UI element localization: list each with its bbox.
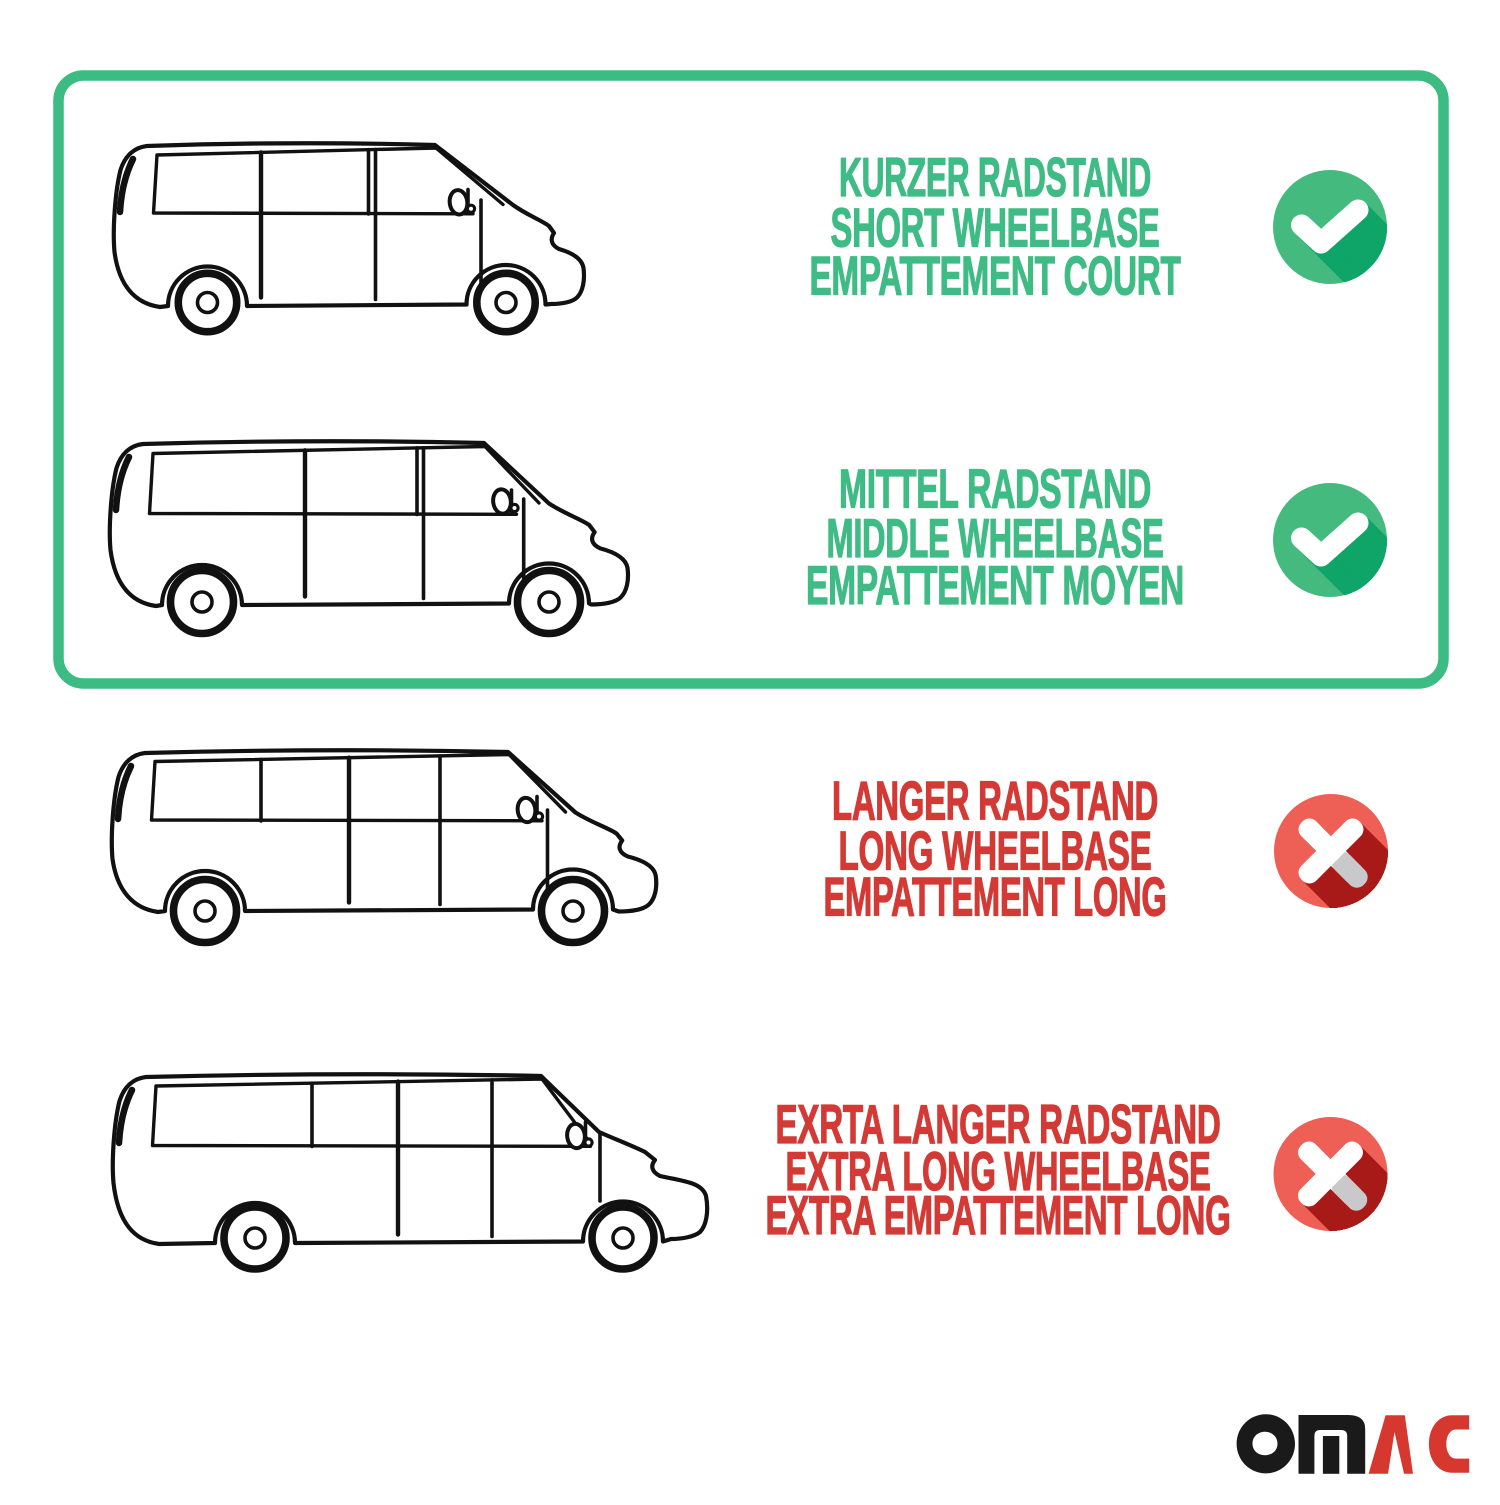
svg-text:EMPATTEMENT LONG: EMPATTEMENT LONG	[824, 867, 1167, 928]
svg-text:SHORT WHEELBASE: SHORT WHEELBASE	[831, 198, 1160, 259]
svg-text:EXRTA LANGER RADSTAND: EXRTA LANGER RADSTAND	[776, 1094, 1221, 1155]
svg-text:EXTRA EMPATTEMENT LONG: EXTRA EMPATTEMENT LONG	[766, 1185, 1231, 1246]
svg-text:LANGER RADSTAND: LANGER RADSTAND	[832, 771, 1158, 832]
svg-text:EXTRA LONG WHEELBASE: EXTRA LONG WHEELBASE	[786, 1141, 1211, 1202]
svg-text:MIDDLE WHEELBASE: MIDDLE WHEELBASE	[827, 508, 1164, 569]
svg-text:EMPATTEMENT MOYEN: EMPATTEMENT MOYEN	[806, 555, 1184, 616]
svg-text:KURZER RADSTAND: KURZER RADSTAND	[839, 147, 1151, 208]
svg-text:LONG WHEELBASE: LONG WHEELBASE	[839, 821, 1152, 882]
svg-text:MITTEL RADSTAND: MITTEL RADSTAND	[839, 459, 1151, 520]
svg-text:EMPATTEMENT COURT: EMPATTEMENT COURT	[810, 246, 1181, 307]
